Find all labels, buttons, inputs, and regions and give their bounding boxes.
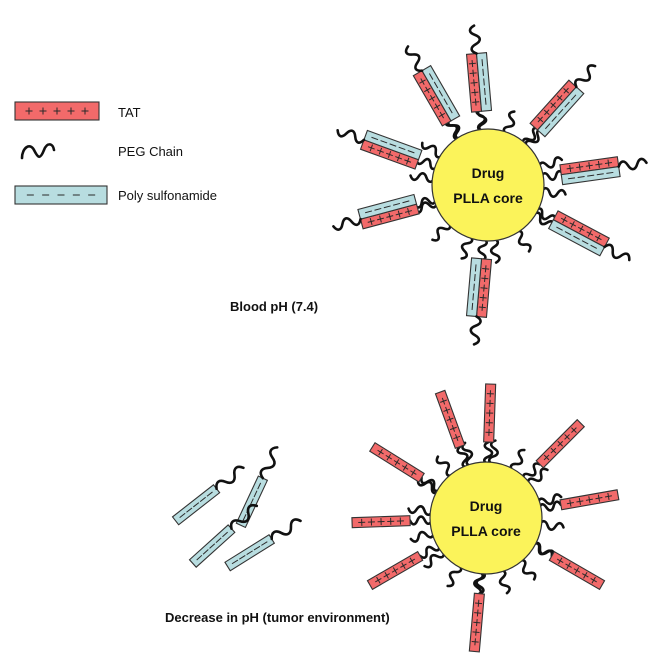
tat-arm (537, 489, 620, 512)
peg-chain (537, 156, 564, 169)
free-peg-polysulfonamide (171, 465, 245, 526)
tat-arm (531, 542, 606, 591)
core-drug-label: Drug (470, 498, 503, 514)
tat-block (434, 389, 466, 449)
peg-chain (536, 493, 563, 506)
core-plla-label: PLLA core (451, 523, 521, 539)
tat-block (535, 418, 586, 469)
tat-arm (404, 45, 463, 140)
tat-block (359, 203, 420, 230)
polysulfonamide-block (14, 185, 108, 205)
peg-chain (487, 439, 499, 466)
core-drug-label: Drug (472, 165, 505, 181)
legend-tat-label: TAT (118, 105, 141, 120)
peg-chain (538, 519, 565, 531)
core-plla-label: PLLA core (453, 190, 523, 206)
legend-poly-label: Poly sulfonamide (118, 188, 217, 203)
peg-chain (540, 186, 567, 198)
tat-arm (434, 389, 469, 469)
polysulfonamide-block (235, 475, 269, 529)
peg-chain (435, 455, 454, 478)
peg-chain (518, 558, 537, 581)
legend-tat-swatch (14, 101, 100, 121)
peg-chain (407, 505, 434, 517)
tat-block (368, 441, 425, 483)
tat-arm (534, 207, 631, 262)
polysulfonamide-block (547, 218, 606, 257)
peg-chain (431, 221, 452, 242)
tat-block (559, 489, 620, 511)
tat-arm (540, 156, 648, 186)
plla-core (431, 128, 545, 242)
tat-arm (368, 441, 442, 493)
polysulfonamide-block (465, 257, 483, 318)
detached-peg-polysulfonamide (171, 446, 302, 572)
peg-chain (509, 448, 526, 473)
micelle-arms (351, 383, 620, 653)
tat-arm (521, 64, 597, 147)
polysulfonamide-block (475, 52, 493, 112)
tat-block (483, 383, 497, 443)
free-peg-polysulfonamide (224, 518, 302, 572)
peg-chain (409, 172, 436, 184)
free-peg-polysulfonamide (188, 503, 259, 568)
peg-chain (461, 441, 474, 468)
tat-arm (465, 24, 493, 133)
polysulfonamide-block (536, 86, 585, 138)
legend: TAT PEG Chain Poly sulfonamide (14, 101, 217, 205)
tat-arm (366, 543, 441, 591)
peg-chain (515, 229, 532, 253)
micelle-blood-ph: Drug PLLA core (332, 24, 648, 346)
tat-arm (351, 515, 434, 529)
polysulfonamide-block (560, 166, 621, 186)
tat-block (351, 515, 411, 529)
tat-block (366, 550, 424, 591)
peg-chain (416, 478, 441, 495)
polysulfonamide-block (363, 129, 423, 161)
tat-arm (468, 570, 486, 653)
peg-chain (526, 467, 549, 486)
polysulfonamide-block (224, 533, 276, 572)
peg-chain (446, 563, 463, 588)
peg-chain (420, 141, 444, 159)
tat-arm (522, 418, 586, 482)
polysulfonamide-block (171, 484, 221, 526)
polysulfonamide-block (357, 193, 418, 220)
plla-core (429, 461, 543, 575)
micelle-tumor-ph: Drug PLLA core (351, 383, 620, 653)
peg-chain (489, 237, 501, 264)
tat-block (14, 101, 100, 121)
tat-arm (465, 237, 493, 346)
peg-chain (409, 530, 436, 543)
tat-arm (332, 193, 438, 231)
free-peg-polysulfonamide (235, 446, 279, 529)
micelle-arms (332, 24, 648, 346)
peg-chain-icon (20, 143, 56, 160)
caption-blood-ph: Blood pH (7.4) (230, 299, 318, 314)
tat-arm (482, 383, 497, 466)
peg-chain (423, 550, 446, 569)
tat-arm (336, 128, 439, 171)
tat-block (468, 592, 485, 653)
peg-chain (460, 234, 474, 260)
peg-chain (502, 110, 516, 136)
tat-block (548, 550, 606, 591)
legend-poly-swatch (14, 185, 108, 205)
polysulfonamide-block (421, 64, 461, 122)
tat-block (465, 52, 483, 113)
peg-chain (498, 568, 511, 595)
legend-peg-label: PEG Chain (118, 144, 183, 159)
caption-tumor-ph: Decrease in pH (tumor environment) (165, 610, 390, 625)
